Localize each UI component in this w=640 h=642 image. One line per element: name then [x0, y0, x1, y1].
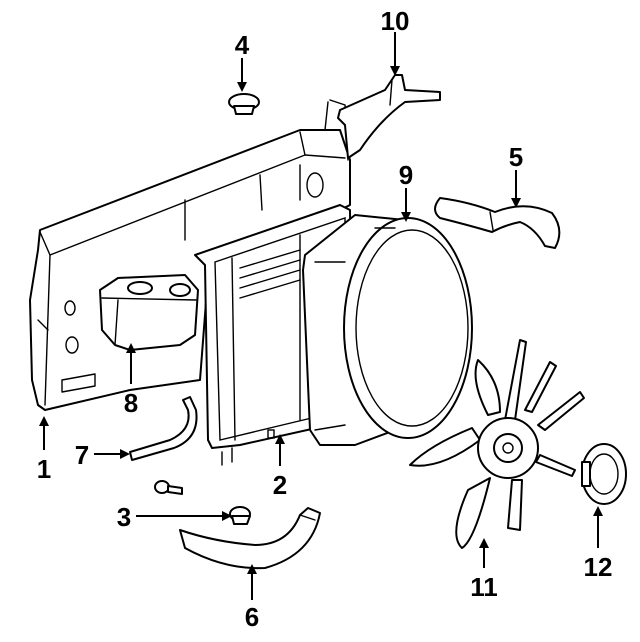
- callout-7: 7: [75, 440, 89, 470]
- callout-3: 3: [117, 502, 131, 532]
- lower-hose-part: [179, 507, 321, 570]
- callout-1: 1: [37, 454, 51, 484]
- shield-bracket-part: [337, 74, 441, 159]
- callout-6: 6: [245, 602, 259, 632]
- callout-labels: 1 2 3 4 5 6 7 8 9 10 11 12: [37, 6, 613, 632]
- callout-12: 12: [584, 552, 613, 582]
- overflow-hose-part: [129, 396, 198, 461]
- callout-4: 4: [235, 30, 250, 60]
- callout-leaders: [39, 32, 603, 600]
- callout-5: 5: [509, 142, 523, 172]
- fan-shroud-part: [302, 214, 473, 446]
- callout-9: 9: [399, 160, 413, 190]
- callout-10: 10: [381, 6, 410, 36]
- coolant-reservoir-part: [99, 274, 199, 351]
- callout-2: 2: [273, 470, 287, 500]
- fan-blade-part: [409, 339, 585, 549]
- fan-clutch-part: [581, 443, 627, 505]
- callout-8: 8: [124, 388, 138, 418]
- bolt-clamp-part: [154, 480, 251, 525]
- upper-hose-part: [434, 197, 561, 249]
- callout-11: 11: [470, 572, 498, 602]
- radiator-cap-part: [228, 93, 260, 115]
